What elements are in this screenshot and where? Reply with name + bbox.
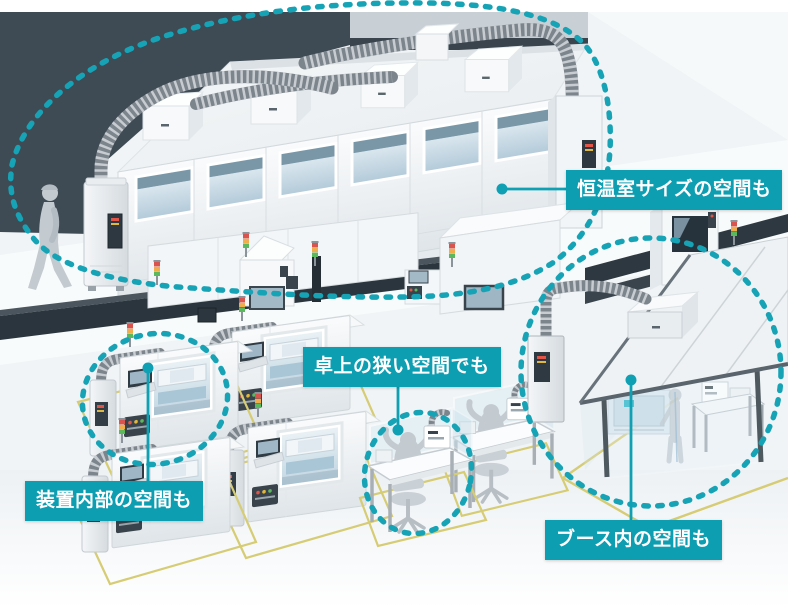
control-screen-dark <box>197 307 217 323</box>
booth-desk <box>690 381 766 452</box>
dotted-highlight-booth <box>518 235 784 509</box>
callout-desktop-space: 卓上の狭い空間でも <box>303 347 501 387</box>
dehumidifier-tower <box>83 177 129 291</box>
booth-curtain-edge <box>674 391 678 463</box>
top-margin <box>0 0 788 12</box>
callout-equipment-interior: 装置内部の空間も <box>25 481 204 521</box>
booth-dehumidifier <box>527 335 565 423</box>
booth-post <box>601 399 610 478</box>
callout-booth-interior: ブース内の空間も <box>545 520 723 560</box>
leader-lines <box>146 187 633 521</box>
booth-floor-marking <box>560 397 788 530</box>
floor-highlight-right <box>588 12 788 140</box>
callout-desktop-space-text: 卓上の狭い空間でも <box>314 356 490 377</box>
booth-roof-seam <box>724 289 788 377</box>
room-windows <box>134 105 554 223</box>
callout-equipment-interior-text: 装置内部の空間も <box>36 490 193 511</box>
callout-constant-temp-room: 恒温室サイズの空間も <box>566 170 783 210</box>
roof-flexible-ducts <box>101 24 572 182</box>
dotted-highlight-desktop <box>361 409 475 537</box>
callout-booth-interior-text: ブース内の空間も <box>556 529 712 550</box>
control-screen-blue <box>249 286 285 310</box>
callout-constant-temp-room-text: 恒温室サイズの空間も <box>577 179 772 200</box>
booth-post <box>754 367 764 463</box>
leader-dots <box>142 183 637 436</box>
booth-interior <box>607 381 766 464</box>
booth-roof-front-beam <box>579 362 788 405</box>
button-panel <box>286 276 298 289</box>
booth-roof-ffu <box>626 291 700 339</box>
booth-roof-seam <box>659 246 766 389</box>
dotted-highlight-equipment <box>79 330 231 468</box>
door-slot <box>312 256 321 302</box>
clean-booth <box>527 236 788 530</box>
booth-machine <box>607 389 671 435</box>
duct-coupler-box <box>414 23 460 61</box>
walking-person-silhouette <box>28 184 72 290</box>
